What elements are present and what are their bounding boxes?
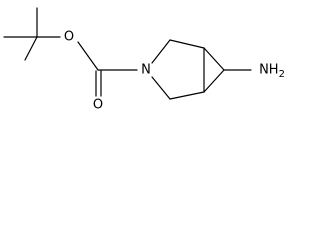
structural-formula: O O N NH2 [3, 7, 285, 113]
atom-label-nitrogen-ring: N [141, 63, 151, 78]
atom-label-amine: NH2 [259, 63, 285, 80]
atom-label-oxygen-carbonyl: O [93, 98, 103, 113]
bond-upper-methylene-to-bridgehead [169, 39, 205, 49]
bond-nitrogen-to-lower-methylene [151, 76, 171, 100]
bond-methyl-bottom [24, 36, 38, 61]
carbamate-group [77, 41, 138, 97]
atom-label-oxygen-ether: O [64, 30, 74, 45]
bond-nitrogen-to-upper-methylene [151, 39, 171, 64]
bond-lower-methylene-to-bridgehead [169, 91, 205, 100]
bond-lower-bridgehead-to-cyclopropyl-carbon [203, 69, 225, 93]
bond-oxygen-to-carbonyl-carbon [77, 41, 99, 71]
azabicyclohexane-ring [151, 39, 225, 100]
tert-butyl-group [3, 7, 61, 61]
bond-upper-bridgehead-to-cyclopropyl-carbon [203, 47, 225, 71]
